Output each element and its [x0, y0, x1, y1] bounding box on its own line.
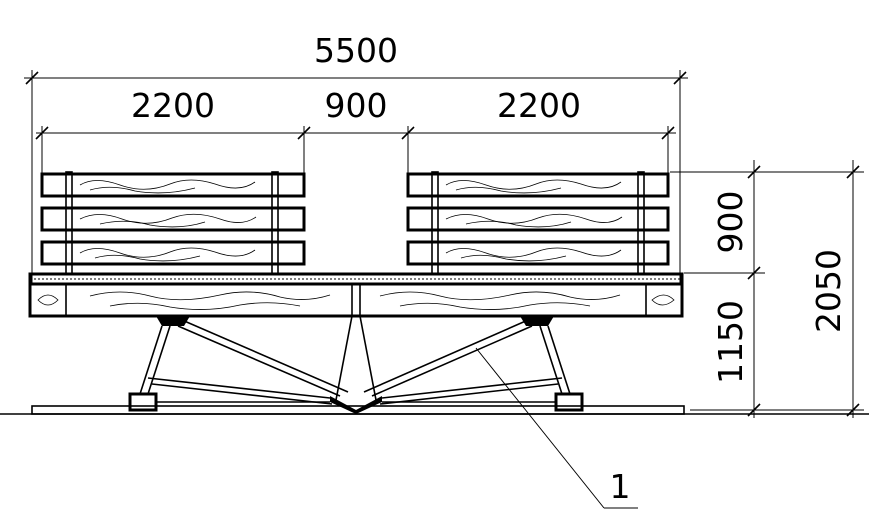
left-timber-stack: [40, 171, 306, 275]
dim-gap: 900: [325, 86, 388, 125]
dim-support-height: 1150: [711, 300, 750, 384]
dimension-lines: [24, 70, 864, 418]
callout-leader: [475, 347, 638, 509]
dim-load-height: 900: [711, 191, 750, 254]
ground-line: [0, 405, 869, 415]
dim-right-section: 2200: [497, 86, 581, 125]
callout-label-1: 1: [610, 467, 631, 506]
right-timber-stack: [406, 171, 670, 275]
dim-total-height: 2050: [809, 249, 848, 333]
dim-left-section: 2200: [131, 86, 215, 125]
platform-beam: [28, 272, 684, 318]
dim-overall-width: 5500: [314, 31, 398, 70]
support-frame: [128, 315, 584, 414]
